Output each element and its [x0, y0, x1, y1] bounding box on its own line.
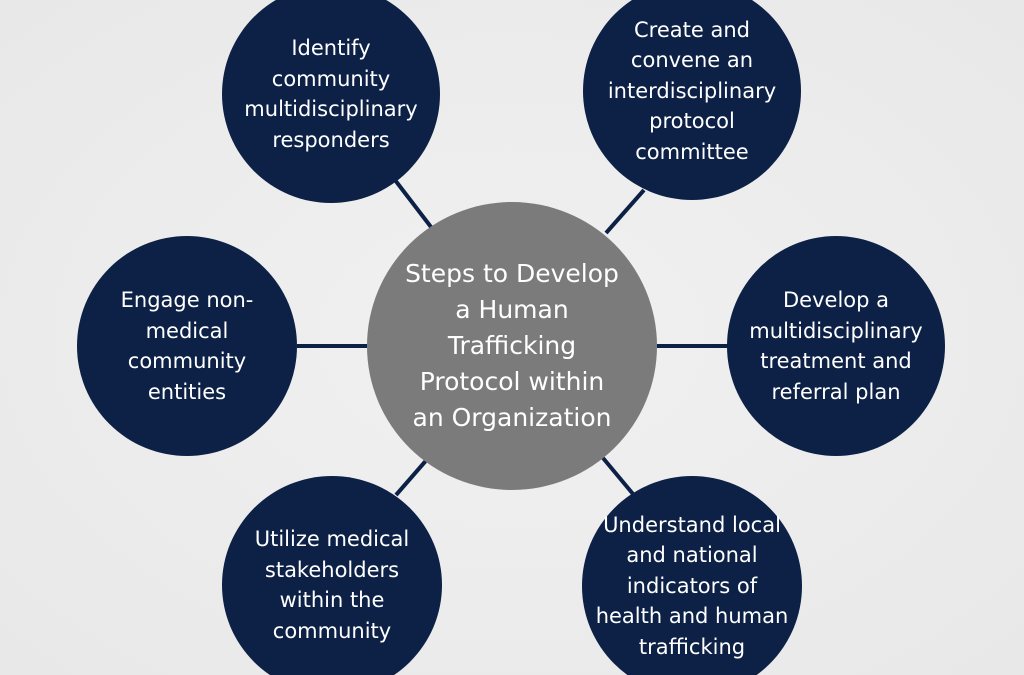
center-node: Steps to Develop a Human Trafficking Pro…: [367, 202, 657, 490]
connector-understand: [601, 456, 635, 496]
step-label: Develop a multidisciplinary treatment an…: [749, 288, 923, 404]
step-label: Engage non- medical community entities: [120, 288, 254, 404]
step-create-committee: Create and convene an interdisciplinary …: [583, 0, 801, 200]
step-develop-plan: Develop a multidisciplinary treatment an…: [727, 236, 945, 456]
connector-utilize: [394, 454, 432, 497]
step-label: Understand local and national indicators…: [595, 512, 789, 659]
step-label: Create and convene an interdisciplinary …: [607, 17, 777, 164]
center-label: Steps to Develop a Human Trafficking Pro…: [405, 259, 619, 432]
connector-identify: [393, 178, 433, 229]
step-engage-entities: Engage non- medical community entities: [77, 236, 297, 456]
step-utilize-stakeholders: Utilize medical stakeholders within the …: [222, 476, 442, 675]
connector-create: [604, 188, 646, 235]
step-understand-indicators: Understand local and national indicators…: [582, 476, 802, 675]
step-identify-responders: Identify community multidisciplinary res…: [222, 0, 440, 203]
step-label: Utilize medical stakeholders within the …: [254, 527, 410, 643]
step-label: Identify community multidisciplinary res…: [244, 36, 418, 152]
